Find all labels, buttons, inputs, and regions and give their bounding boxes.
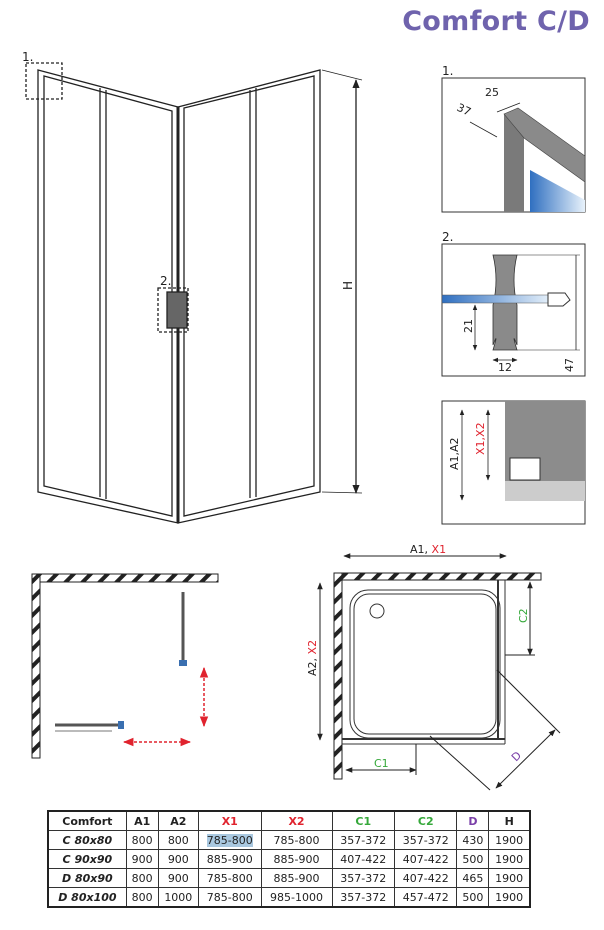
detail-3-dim-a: A1,A2 <box>448 437 461 470</box>
col-header: C1 <box>331 810 396 831</box>
table-cell: D 80x90 <box>47 868 127 888</box>
table-cell: 407-422 <box>394 868 458 888</box>
table-cell: 457-472 <box>394 887 458 908</box>
table-cell: 900 <box>125 849 159 869</box>
page-title: Comfort C/D <box>402 6 590 37</box>
col-header: X1 <box>198 810 262 831</box>
detail-2-dim-21: 21 <box>462 319 475 333</box>
table-cell: C 80x80 <box>47 830 127 850</box>
table-cell: 1900 <box>488 849 531 869</box>
detail-2-label: 2. <box>442 230 453 244</box>
table-cell: 500 <box>456 849 490 869</box>
table-cell: 900 <box>157 849 200 869</box>
table-cell-selected[interactable]: 785-800 <box>198 830 262 850</box>
table-cell: 407-422 <box>394 849 458 869</box>
table-header-row: Comfort A1 A2 X1 X2 C1 C2 D H <box>47 810 531 831</box>
selected-text: 785-800 <box>206 833 253 847</box>
callout-2-box <box>157 287 189 333</box>
table-cell: 785-800 <box>198 887 262 908</box>
col-header: X2 <box>260 810 333 831</box>
table-cell: 800 <box>125 868 159 888</box>
width-label: A1, X1 <box>410 543 446 556</box>
col-header: C2 <box>394 810 458 831</box>
col-header: Comfort <box>47 810 127 831</box>
plan-view-sliding <box>31 573 219 759</box>
detail-1-dim-25: 25 <box>485 86 499 99</box>
table-cell: 500 <box>456 887 490 908</box>
table-cell: 785-800 <box>198 868 262 888</box>
callout-1-box <box>25 62 63 100</box>
table-cell: 800 <box>125 887 159 908</box>
table-cell: 430 <box>456 830 490 850</box>
table-cell: 800 <box>157 830 200 850</box>
detail-3-panel <box>441 400 586 525</box>
c2-label: C2 <box>517 608 530 623</box>
table-cell: C 90x90 <box>47 849 127 869</box>
detail-2-dim-12: 12 <box>498 361 512 374</box>
table-row: C 90x90 900 900 885-900 885-900 407-422 … <box>47 849 531 869</box>
detail-1-label: 1. <box>442 64 453 78</box>
table-row: C 80x80 800 800 785-800 785-800 357-372 … <box>47 830 531 850</box>
table-cell: 1900 <box>488 868 531 888</box>
table-cell: 357-372 <box>394 830 458 850</box>
d-label: D <box>509 749 524 764</box>
front-view <box>25 62 363 524</box>
table-row: D 80x100 800 1000 785-800 985-1000 357-3… <box>47 887 531 908</box>
table-cell: 1000 <box>157 887 200 908</box>
depth-label: A2, X2 <box>306 640 319 676</box>
table-cell: 800 <box>125 830 159 850</box>
table-cell: 357-372 <box>331 830 396 850</box>
table-cell: 900 <box>157 868 200 888</box>
detail-3-dim-x: X1,X2 <box>474 422 487 455</box>
table-cell: 1900 <box>488 830 531 850</box>
table-row: D 80x90 800 900 785-800 885-900 357-372 … <box>47 868 531 888</box>
table-cell: 407-422 <box>331 849 396 869</box>
callout-1-label: 1. <box>22 50 33 64</box>
height-label: H <box>341 281 355 290</box>
table-cell: 885-900 <box>260 868 333 888</box>
table-cell: 357-372 <box>331 887 396 908</box>
detail-2-panel <box>441 243 586 377</box>
detail-1-dim-37: 37 <box>455 101 473 119</box>
table-cell: 885-900 <box>260 849 333 869</box>
detail-2-dim-47: 47 <box>563 358 576 372</box>
col-header: H <box>488 810 531 831</box>
col-header: A2 <box>157 810 200 831</box>
table-cell: 985-1000 <box>260 887 333 908</box>
c1-label: C1 <box>374 757 389 770</box>
table-cell: 465 <box>456 868 490 888</box>
table-cell: 357-372 <box>331 868 396 888</box>
col-header: D <box>456 810 490 831</box>
dimensions-table: Comfort A1 A2 X1 X2 C1 C2 D H C 80x80 80… <box>47 810 531 908</box>
table-cell: 885-900 <box>198 849 262 869</box>
table-cell: 1900 <box>488 887 531 908</box>
detail-1-panel <box>441 77 586 213</box>
callout-2-label: 2. <box>160 274 171 288</box>
table-cell: D 80x100 <box>47 887 127 908</box>
plan-view-dimensions <box>317 553 561 791</box>
table-cell: 785-800 <box>260 830 333 850</box>
col-header: A1 <box>125 810 159 831</box>
